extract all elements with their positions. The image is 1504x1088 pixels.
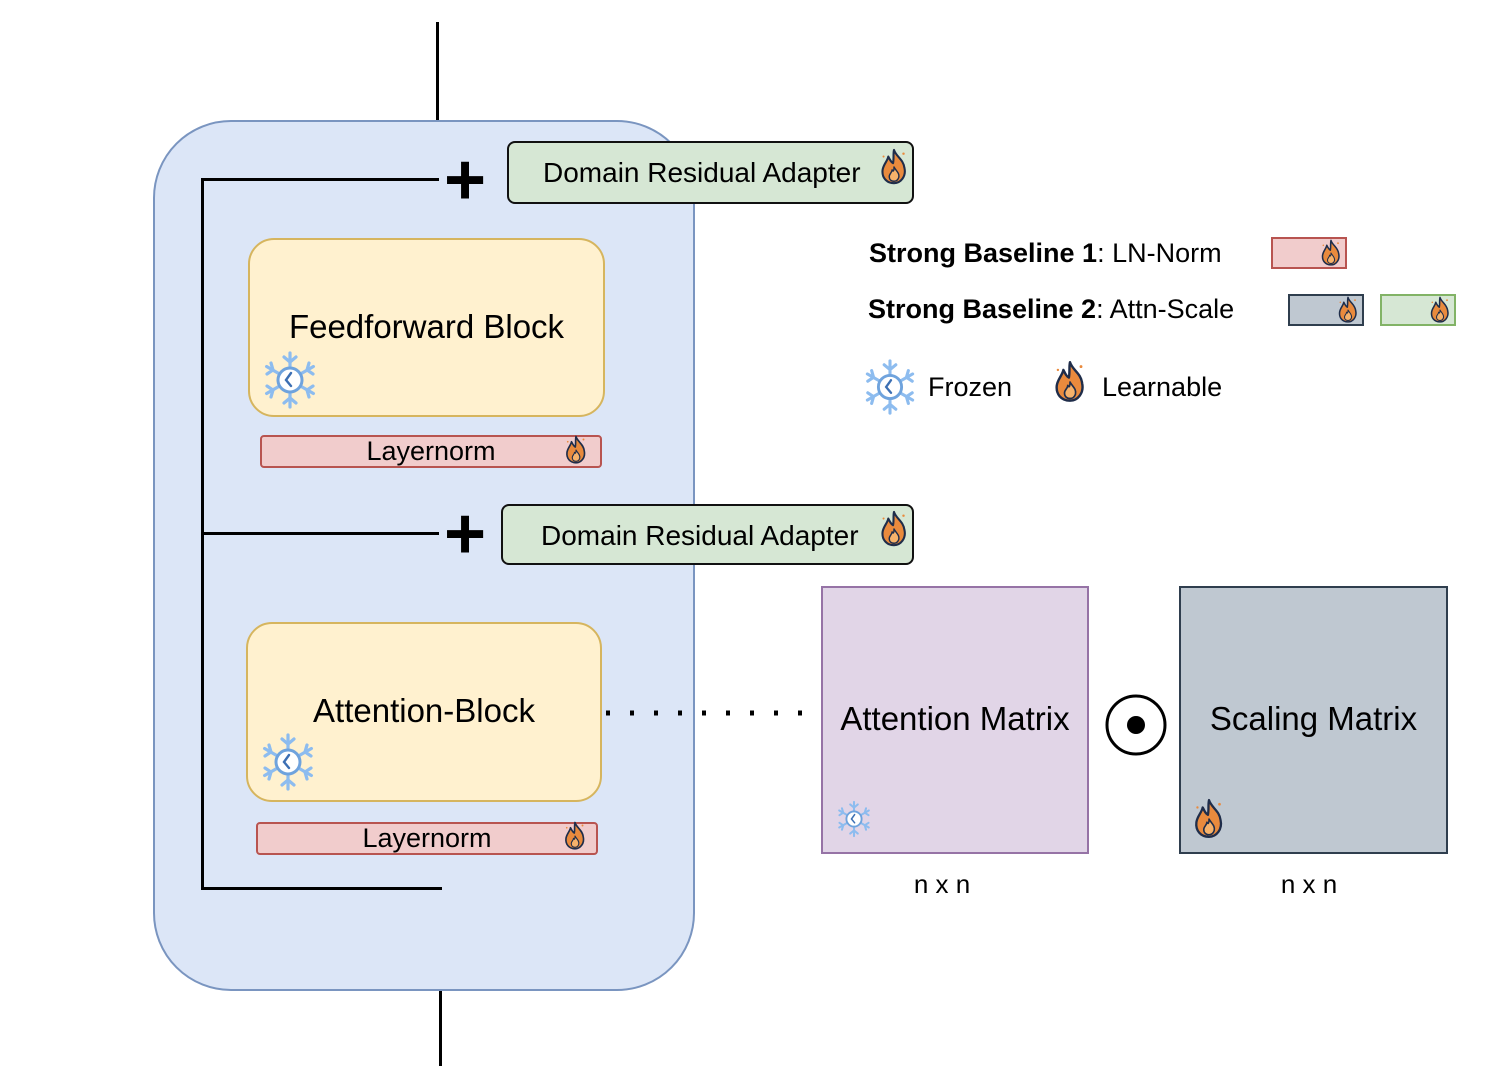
legend-baseline-1-desc: LN-Norm bbox=[1112, 238, 1222, 268]
legend-baseline-2-name: Strong Baseline 2 bbox=[868, 294, 1097, 324]
plus-bottom: + bbox=[444, 494, 487, 574]
legend-baseline-2: Strong Baseline 2: Attn-Scale bbox=[868, 294, 1235, 324]
flame-icon bbox=[1048, 356, 1092, 408]
layernorm-top-label: Layernorm bbox=[366, 436, 496, 466]
layernorm-bottom[interactable]: Layernorm bbox=[256, 822, 598, 855]
skip-line-top bbox=[201, 178, 439, 181]
layernorm-top[interactable]: Layernorm bbox=[260, 435, 602, 468]
adapter-top-label: Domain Residual Adapter bbox=[543, 157, 861, 188]
skip-line-middle bbox=[201, 532, 439, 535]
legend-swatch-adapter bbox=[1380, 294, 1456, 326]
hadamard-product-icon bbox=[1105, 694, 1167, 756]
feedforward-block-label: Feedforward Block bbox=[288, 308, 565, 345]
plus-top: + bbox=[444, 140, 487, 220]
flame-icon bbox=[1188, 794, 1230, 844]
flame-icon bbox=[1317, 237, 1345, 269]
scaling-matrix[interactable]: Scaling Matrix bbox=[1179, 586, 1448, 854]
scaling-matrix-dim: n x n bbox=[1280, 869, 1338, 899]
snowflake-icon bbox=[861, 355, 919, 419]
attention-matrix-dim: n x n bbox=[913, 869, 971, 899]
legend-frozen: Frozen bbox=[928, 372, 1013, 402]
domain-residual-adapter-top[interactable]: Domain Residual Adapter bbox=[507, 141, 914, 204]
flame-icon bbox=[561, 433, 591, 467]
layernorm-bottom-label: Layernorm bbox=[362, 823, 492, 853]
flame-icon bbox=[875, 144, 913, 190]
adapter-bottom-label: Domain Residual Adapter bbox=[541, 520, 859, 551]
legend-swatch-layernorm bbox=[1271, 237, 1347, 269]
snowflake-icon bbox=[258, 730, 318, 794]
attention-block-label: Attention-Block bbox=[313, 692, 535, 729]
attention-matrix-label: Attention Matrix bbox=[840, 700, 1070, 737]
attention-block[interactable]: Attention-Block bbox=[246, 622, 602, 802]
scaling-matrix-label: Scaling Matrix bbox=[1209, 700, 1418, 737]
legend-baseline-2-desc: Attn-Scale bbox=[1109, 294, 1235, 324]
domain-residual-adapter-bottom[interactable]: Domain Residual Adapter bbox=[501, 504, 914, 565]
snowflake-icon bbox=[835, 798, 873, 840]
attention-matrix[interactable]: Attention Matrix bbox=[821, 586, 1089, 854]
snowflake-icon bbox=[260, 348, 320, 412]
flame-icon bbox=[1334, 294, 1362, 326]
legend-swatch-scaling bbox=[1288, 294, 1364, 326]
dotted-connector bbox=[606, 710, 826, 716]
flame-icon bbox=[875, 506, 913, 552]
legend-baseline-1: Strong Baseline 1: LN-Norm bbox=[869, 238, 1222, 268]
feedforward-block[interactable]: Feedforward Block bbox=[248, 238, 605, 417]
legend-learnable: Learnable bbox=[1102, 372, 1223, 402]
legend-baseline-1-name: Strong Baseline 1 bbox=[869, 238, 1098, 268]
flame-icon bbox=[560, 818, 590, 854]
skip-line-bottom bbox=[201, 887, 442, 890]
flame-icon bbox=[1426, 294, 1454, 326]
